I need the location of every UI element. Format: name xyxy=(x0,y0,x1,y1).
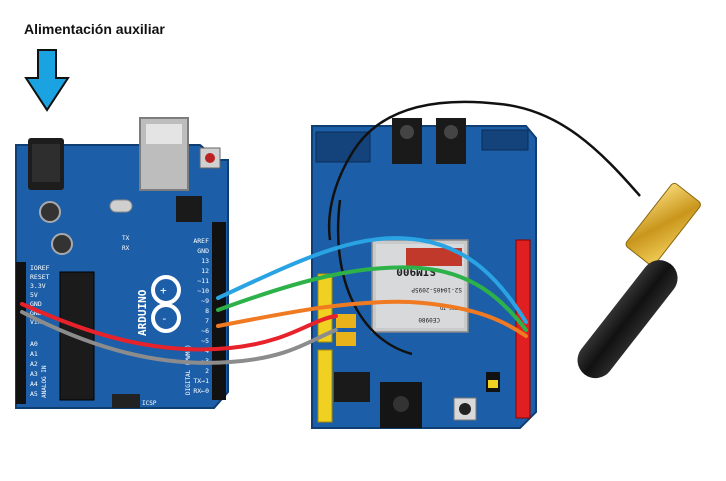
pin-label: RESET xyxy=(30,273,50,281)
pin-label: A1 xyxy=(30,350,38,358)
tx-label: TX xyxy=(122,235,130,242)
sma-connector xyxy=(625,182,701,266)
voltage-regulator xyxy=(334,372,370,402)
gsm-antenna xyxy=(327,100,701,379)
audio-jack-icon xyxy=(436,118,466,164)
digital-label: DIGITAL (PWM~) xyxy=(185,344,192,395)
pin-label: TX→1 xyxy=(193,377,209,385)
pin-label: A3 xyxy=(30,370,38,378)
arduino-logo-text: ARDUINO xyxy=(136,289,149,336)
gsm-shield: CE0980 FCC ID S2-10405-2095P SIM900 xyxy=(311,118,537,429)
icsp-label: ICSP xyxy=(142,400,157,407)
pin-label: RX←0 xyxy=(193,387,209,395)
module-code: S2-10405-2095P xyxy=(411,286,462,293)
pin-label: A5 xyxy=(30,390,38,398)
pin-label: A2 xyxy=(30,360,38,368)
pin-label: GND xyxy=(30,309,42,317)
pin-label: 2 xyxy=(205,367,209,375)
wire-green xyxy=(216,265,528,332)
analog-label: ANALOG IN xyxy=(41,365,48,398)
svg-text:-: - xyxy=(161,312,168,325)
capacitor xyxy=(51,233,73,255)
pin-label: AREF xyxy=(193,237,209,245)
pin-label: ~6 xyxy=(201,327,209,335)
power-header xyxy=(16,262,26,404)
wire-blue xyxy=(216,236,528,324)
shield-header-left xyxy=(317,349,333,423)
arduino-board: ICSP + - ARDUINO DIGITAL (PWM~) POWER AN… xyxy=(7,117,229,409)
icsp-header xyxy=(112,394,140,408)
pin-label: 5V xyxy=(30,291,38,299)
pin-label: 3.3V xyxy=(30,282,46,290)
module-ce-text: CE0980 xyxy=(418,316,440,323)
down-arrow-icon xyxy=(24,49,70,112)
antenna-body xyxy=(577,260,678,379)
pin-label: ~11 xyxy=(197,277,209,285)
pin-label: GND xyxy=(197,247,209,255)
pin-label: GND xyxy=(30,300,42,308)
wire-orange xyxy=(216,299,528,338)
svg-text:+: + xyxy=(160,284,167,297)
pin-label: 12 xyxy=(201,267,209,275)
wire-red xyxy=(20,302,338,352)
pin-label: 8 xyxy=(205,307,209,315)
audio-jack-icon xyxy=(392,118,422,164)
pin-label: 7 xyxy=(205,317,209,325)
pin-label: Vin xyxy=(30,318,42,326)
pin-label: ~10 xyxy=(197,287,209,295)
pin-label: A4 xyxy=(30,380,38,388)
pin-label: ~5 xyxy=(201,337,209,345)
rx-label: RX xyxy=(122,245,130,252)
pin-label: ~9 xyxy=(201,297,209,305)
pin-label: IOREF xyxy=(30,264,50,272)
wire-gray xyxy=(20,310,338,365)
pin-label: 13 xyxy=(201,257,209,265)
aux-power-caption: Alimentación auxiliar xyxy=(24,21,165,37)
power-label: POWER xyxy=(7,312,14,330)
pin-label: A0 xyxy=(30,340,38,348)
capacitor xyxy=(39,201,61,223)
wires xyxy=(20,236,528,365)
